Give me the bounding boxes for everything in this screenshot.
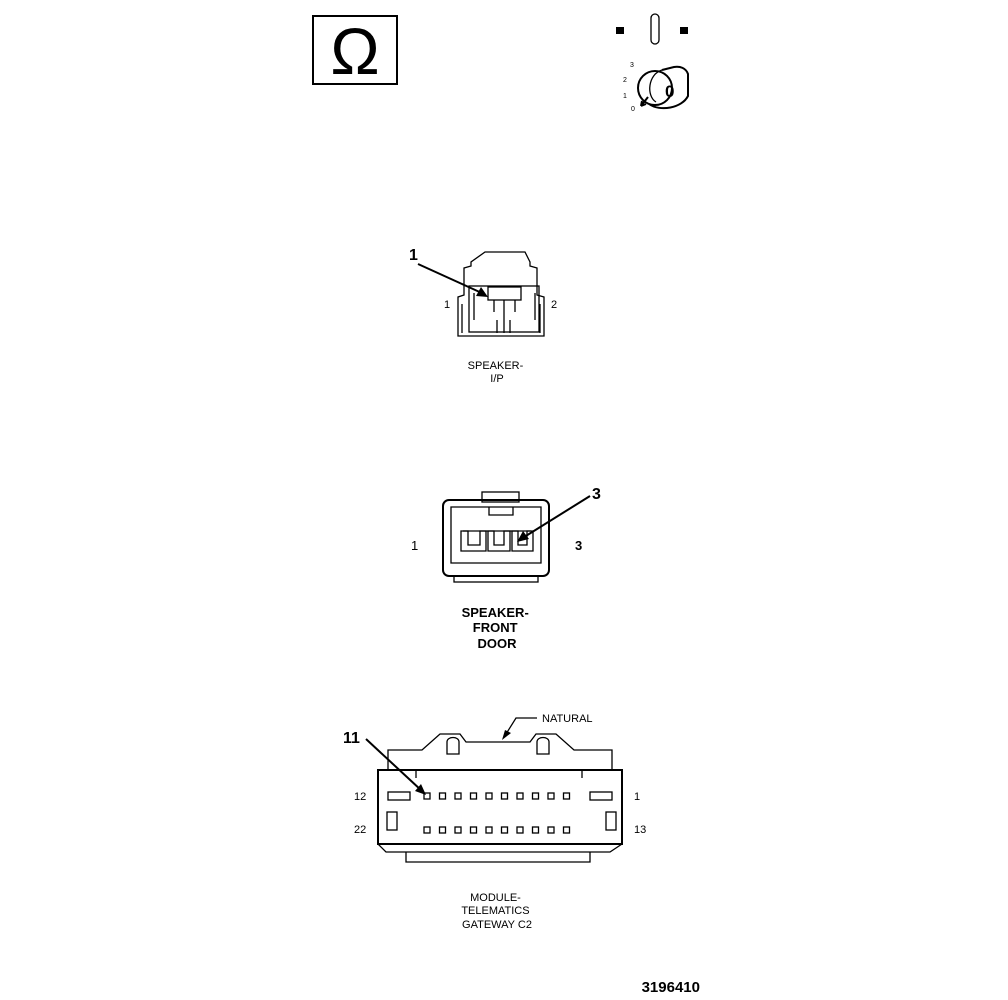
speaker-front-door-label-line1: SPEAKER- (462, 605, 529, 620)
telematics-bottom-cavity-1 (423, 826, 431, 834)
callout-3-arrow (517, 495, 591, 542)
callout-1-arrow (417, 263, 488, 297)
telematics-top-cavity-5 (485, 792, 493, 800)
speaker-front-door-pin-left: 1 (411, 538, 418, 553)
telematics-bottom-cavity-8 (531, 826, 540, 834)
telematics-top-cavity-10 (562, 792, 571, 800)
ignition-pos-2: 2 (623, 77, 627, 84)
telematics-bottom-cavity-4 (469, 826, 478, 834)
telematics-bottom-cavity-5 (485, 826, 493, 834)
telematics-top-cavity-4 (469, 792, 478, 800)
telematics-top-cavity-3 (454, 792, 462, 800)
speaker-front-door-callout: 3 (592, 486, 601, 503)
telematics-bottom-row-cavities (423, 826, 571, 834)
speaker-ip-connector (457, 251, 545, 337)
speaker-ip-pin-left: 1 (444, 299, 450, 311)
speaker-ip-label-line2: I/P (490, 373, 503, 385)
speaker-front-door-connector (442, 491, 550, 583)
telematics-bottom-cavity-6 (500, 826, 509, 834)
telematics-pin-13: 13 (634, 824, 646, 836)
figure-id: 3196410 (642, 979, 700, 996)
telematics-connector (377, 733, 623, 863)
speaker-front-door-label-line3: DOOR (478, 636, 518, 651)
telematics-pin-12: 12 (354, 791, 366, 803)
speaker-front-door-label: SPEAKER- FRONT DOOR (462, 605, 533, 651)
telematics-label-line3: GATEWAY C2 (462, 919, 532, 931)
telematics-top-row-cavities (423, 792, 571, 800)
telematics-bottom-cavity-10 (562, 826, 571, 834)
telematics-top-cavity-7 (516, 792, 524, 800)
telematics-top-cavity-2 (438, 792, 447, 800)
telematics-label: MODULE- TELEMATICS GATEWAY C2 (461, 892, 532, 931)
speaker-front-door-label-line2: FRONT (473, 620, 518, 635)
speaker-ip-callout: 1 (409, 247, 418, 264)
omega-icon: Ω (330, 14, 379, 88)
speaker-front-door-pin-right: 3 (575, 538, 582, 553)
telematics-top-cavity-6 (500, 792, 509, 800)
ignition-key-label: 0 (665, 82, 674, 101)
ignition-pos-1: 1 (623, 93, 627, 100)
telematics-callout: 11 (343, 730, 360, 747)
telematics-top-cavity-9 (547, 792, 555, 800)
ignition-pos-3: 3 (630, 62, 634, 69)
telematics-top-cavity-8 (531, 792, 540, 800)
natural-leader-line (502, 717, 537, 740)
ignition-pos-0: 0 (631, 106, 635, 113)
telematics-pin-1: 1 (634, 791, 640, 803)
telematics-bottom-cavity-2 (438, 826, 447, 834)
callout-11-arrow (365, 738, 426, 795)
speaker-ip-label: SPEAKER- I/P (468, 360, 527, 385)
speaker-ip-pin-right: 2 (551, 299, 557, 311)
telematics-top-cavity-1 (423, 792, 431, 800)
telematics-bottom-cavity-3 (454, 826, 462, 834)
ignition-key-icon: 3 2 1 0 0 (616, 13, 689, 113)
telematics-pin-22: 22 (354, 824, 366, 836)
telematics-bottom-cavity-7 (516, 826, 524, 834)
telematics-label-line2: TELEMATICS (461, 905, 529, 917)
telematics-bottom-cavity-9 (547, 826, 555, 834)
telematics-natural-label: NATURAL (542, 713, 593, 725)
omega-symbol-box: Ω (312, 14, 398, 88)
telematics-label-line1: MODULE- (470, 892, 521, 904)
speaker-ip-label-line1: SPEAKER- (468, 360, 524, 372)
